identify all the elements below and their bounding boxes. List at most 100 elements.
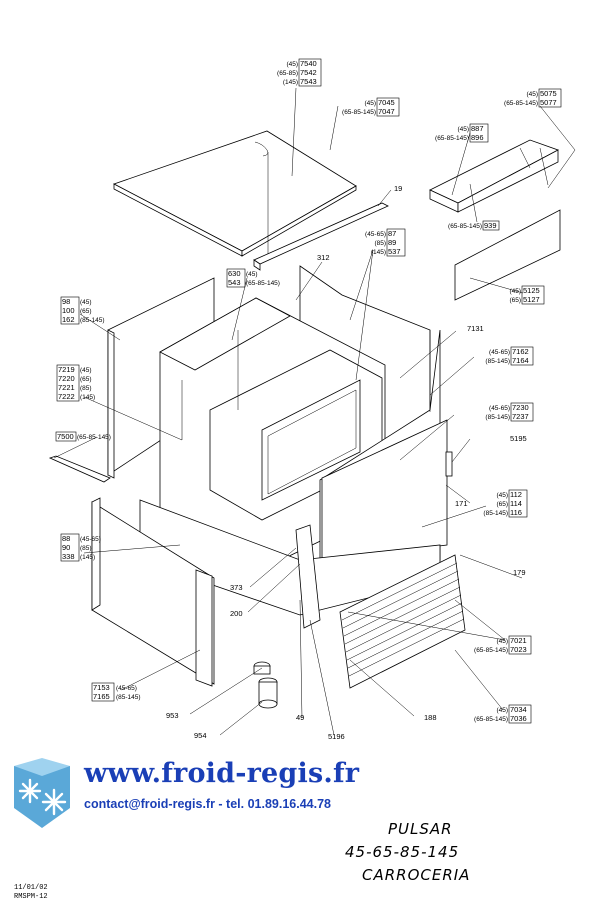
callout-954: 954 <box>194 731 207 740</box>
callout-code: 7036 <box>510 714 527 723</box>
callout-code: 7542 <box>300 68 317 77</box>
callout-188: 188 <box>424 713 437 722</box>
callout-size: (85-145) <box>485 414 510 421</box>
callout-code: 7237 <box>512 412 529 421</box>
callout-5075: (45) (65-85-145) 5075 5077 <box>504 88 562 108</box>
callout-code: 5077 <box>540 98 557 107</box>
callout-size: (45) <box>496 707 508 714</box>
callout-7540: (45) (65-85) (145) 7540 7542 7543 <box>277 58 322 87</box>
callout-size: (85) <box>80 545 92 552</box>
callout-953: 953 <box>166 711 179 720</box>
callout-code: 90 <box>62 543 70 552</box>
callout-code: 112 <box>510 490 522 499</box>
callout-size: (65) <box>509 297 521 304</box>
callout-code: 7222 <box>58 392 75 401</box>
callout-19: 19 <box>394 184 402 193</box>
callout-size: (45) <box>80 367 92 374</box>
contact-line[interactable]: contact@froid-regis.fr - tel. 01.89.16.4… <box>84 797 332 811</box>
website-url[interactable]: www.froid-regis.fr <box>84 758 360 789</box>
callout-code: 887 <box>471 124 484 133</box>
parts-drawing <box>48 130 561 709</box>
callout-7034: (45) (65-85-145) 7034 7036 <box>474 704 532 724</box>
callout-code: 939 <box>484 221 497 230</box>
callout-size: (65) <box>496 501 508 508</box>
callout-code: 5075 <box>540 89 557 98</box>
callout-code: 179 <box>513 568 526 577</box>
callout-labels: (45) (65-85) (145) 7540 7542 7543 (45) (… <box>55 58 562 741</box>
callout-code: 116 <box>510 508 522 517</box>
callout-code: 543 <box>228 278 241 287</box>
callout-code: 88 <box>62 534 70 543</box>
callout-88: 88 90 338 (45-65) (85) (145) <box>60 533 101 562</box>
callout-size: (85) <box>374 240 386 247</box>
callout-size: (45) <box>364 100 376 107</box>
callout-size: (85) <box>80 385 92 392</box>
callout-code: 171 <box>455 499 468 508</box>
callout-size: (65-85-145) <box>474 716 508 723</box>
callout-7021: (45) (65-85-145) 7021 7023 <box>474 635 532 655</box>
callout-size: (45-65) <box>365 231 386 238</box>
callout-size: (45) <box>457 126 469 133</box>
callout-size: (85-145) <box>80 317 105 324</box>
callout-5196: 5196 <box>328 732 345 741</box>
callout-code: 188 <box>424 713 437 722</box>
callout-size: (45) <box>496 492 508 499</box>
snowflake-logo <box>14 758 70 828</box>
callout-code: 7131 <box>467 324 484 333</box>
callout-7045: (45) (65-85-145) 7045 7047 <box>342 97 400 117</box>
callout-code: 896 <box>471 133 484 142</box>
callout-size: (65) <box>80 376 92 383</box>
callout-code: 49 <box>296 713 304 722</box>
callout-171: 171 <box>455 499 468 508</box>
callout-code: 954 <box>194 731 207 740</box>
callout-7162: (45-65) (85-145) 7162 7164 <box>485 346 534 366</box>
callout-87: (45-65) (85) (145) 87 89 537 <box>365 228 406 257</box>
callout-size: (65-85-145) <box>504 100 538 107</box>
callout-7131: 7131 <box>467 324 484 333</box>
callout-code: 312 <box>317 253 330 262</box>
callout-373: 373 <box>230 583 243 592</box>
callout-code: 87 <box>388 229 396 238</box>
callout-49: 49 <box>296 713 304 722</box>
callout-code: 7543 <box>300 77 317 86</box>
callout-5125: (45) (65) 5125 5127 <box>509 285 545 305</box>
drawing-ref: RMSPM-12 <box>14 893 48 901</box>
callout-98: 98 100 162 (45) (65) (85-145) <box>60 296 105 325</box>
callout-code: 7221 <box>58 383 75 392</box>
callout-size: (145) <box>80 554 95 561</box>
adjustable-foot <box>253 661 278 709</box>
callout-code: 7219 <box>58 365 75 374</box>
callout-887: (45) (65-85-145) 887 896 <box>435 123 489 143</box>
callout-5195: 5195 <box>510 434 527 443</box>
callout-size: (65-85-145) <box>77 434 111 441</box>
callout-code: 200 <box>230 609 243 618</box>
callout-size: (45) <box>509 288 521 295</box>
callout-code: 338 <box>62 552 75 561</box>
callout-code: 7165 <box>93 692 110 701</box>
callout-code: 7034 <box>510 705 527 714</box>
callout-size: (65-85-145) <box>474 647 508 654</box>
callout-200: 200 <box>230 609 243 618</box>
callout-7230: (45-65) (85-145) 7230 7237 <box>485 402 534 422</box>
callout-code: 100 <box>62 306 75 315</box>
callout-code: 7045 <box>378 98 395 107</box>
callout-code: 89 <box>388 238 396 247</box>
callout-size: (45) <box>80 299 92 306</box>
callout-code: 5125 <box>523 286 540 295</box>
callout-312: 312 <box>317 253 330 262</box>
callout-size: (45) <box>286 61 298 68</box>
callout-code: 5127 <box>523 295 540 304</box>
callout-size: (65-85-145) <box>342 109 376 116</box>
callout-code: 98 <box>62 297 70 306</box>
callout-code: 7162 <box>512 347 529 356</box>
callout-179: 179 <box>513 568 526 577</box>
callout-code: 114 <box>510 499 522 508</box>
callout-size: (65-85-145) <box>448 223 482 230</box>
callout-code: 7164 <box>512 356 529 365</box>
callout-size: (85-145) <box>116 694 141 701</box>
callout-size: (145) <box>371 249 386 256</box>
callout-size: (45-65) <box>489 349 510 356</box>
callout-code: 537 <box>388 247 401 256</box>
callout-630: 630 543 (45) (65-85-145) <box>226 268 280 288</box>
